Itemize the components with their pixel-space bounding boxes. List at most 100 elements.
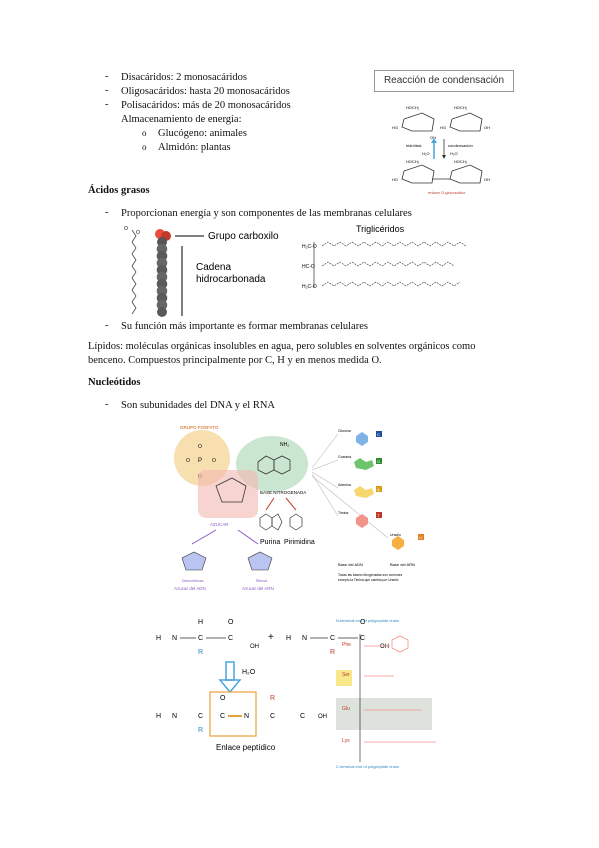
svg-text:O: O <box>186 458 190 464</box>
sugar-label: AZUCAR <box>210 522 229 527</box>
condensation-diagram: HOCH₂ HO OH HOCH₂ HO OH hidrólisis conde… <box>392 105 490 195</box>
svg-text:O: O <box>360 619 366 626</box>
section-heading-nucleotides: Nucleótidos <box>88 377 141 388</box>
sublist-bullet: o <box>142 128 147 138</box>
phosphate-label: GRUPO FOSFATO <box>180 425 219 430</box>
lipids-paragraph: Lípidos: moléculas orgánicas insolubles … <box>88 341 476 366</box>
c-terminal-label: C-terminal end of polypeptide chain <box>336 764 399 769</box>
list-dash: - <box>105 320 109 331</box>
svg-text:R: R <box>270 695 275 702</box>
svg-text:C: C <box>360 635 365 642</box>
pyrimidine-icon <box>289 513 303 531</box>
svg-text:HO: HO <box>392 177 398 182</box>
svg-text:OH: OH <box>484 177 490 182</box>
triglyceride-label: Triglicéridos <box>356 224 405 234</box>
svg-text:HO: HO <box>392 125 398 130</box>
svg-text:HOCH₂: HOCH₂ <box>454 159 468 164</box>
sublist-item: Glucógeno: animales <box>158 128 247 139</box>
base-label: BASE NITROGENADA <box>260 490 306 495</box>
skeletal-chain <box>131 229 137 315</box>
svg-text:G: G <box>377 459 380 464</box>
svg-text:excepto la Timina que cambia p: excepto la Timina que cambia por Uracilo <box>338 578 399 582</box>
svg-text:O: O <box>198 444 202 450</box>
svg-text:OH: OH <box>318 714 327 720</box>
svg-text:U: U <box>419 535 422 540</box>
chain-label: hidrocarbonada <box>196 274 266 285</box>
svg-text:T: T <box>377 513 380 518</box>
list-item: Su función más importante es formar memb… <box>121 321 368 332</box>
svg-text:O: O <box>124 226 128 232</box>
svg-text:O: O <box>212 458 216 464</box>
hydrolysis-label: hidrólisis <box>406 143 422 148</box>
nucleotide-diagram: GRUPO FOSFATO P O O O O NH₂ BASE NITROGE… <box>174 425 424 591</box>
svg-text:H: H <box>198 619 203 626</box>
svg-text:H₂O: H₂O <box>242 669 256 676</box>
svg-text:Phe: Phe <box>342 642 351 648</box>
purine-icon <box>259 513 273 531</box>
chain-label: Cadena <box>196 262 231 273</box>
svg-text:N: N <box>302 635 307 642</box>
svg-text:HO: HO <box>440 125 446 130</box>
ribose-icon <box>247 551 273 571</box>
sugar-highlight <box>198 470 258 518</box>
glucose-ring-top-right: HOCH₂ HO OH <box>440 105 490 132</box>
carboxyl-label: Grupo carboxilo <box>208 231 279 242</box>
svg-text:N: N <box>172 713 177 720</box>
svg-text:O: O <box>136 230 140 236</box>
list-item: Polisacáridos: más de 20 monosacáridos <box>121 100 291 111</box>
svg-text:OH: OH <box>430 135 436 140</box>
svg-text:C: C <box>377 432 380 437</box>
svg-text:N: N <box>172 635 177 642</box>
list-dash: - <box>105 85 109 96</box>
svg-text:H: H <box>156 713 161 720</box>
svg-text:R: R <box>330 649 335 656</box>
list-item: Son subunidades del DNA y el RNA <box>121 400 275 411</box>
svg-text:Adenina: Adenina <box>338 483 351 487</box>
svg-text:H₂C-O: H₂C-O <box>302 244 317 250</box>
rna-base-label: Base del ARN <box>390 562 415 567</box>
base-note: Todas las bases nitrogenadas son comunes <box>338 573 402 577</box>
svg-text:C: C <box>300 713 305 720</box>
list-dash: - <box>105 207 109 218</box>
svg-text:H₂O: H₂O <box>450 151 458 156</box>
svg-text:C: C <box>198 635 203 642</box>
svg-text:Desoxirribosa: Desoxirribosa <box>182 579 203 583</box>
svg-text:Uracilo: Uracilo <box>390 533 401 537</box>
svg-text:Lys: Lys <box>342 738 350 744</box>
svg-text:HOCH₂: HOCH₂ <box>406 159 420 164</box>
condensation-title-box: Reacción de condensación <box>374 70 514 92</box>
triglyceride-diagram: Triglicéridos H₂C-O HC-O H₂C-O <box>302 224 467 290</box>
svg-text:HC-O: HC-O <box>302 264 315 270</box>
svg-text:P: P <box>198 458 202 464</box>
svg-text:R: R <box>198 649 203 656</box>
peptide-bond-label: Enlace peptídico <box>216 743 276 752</box>
condensation-label: condensación <box>448 143 473 148</box>
svg-text:NH₂: NH₂ <box>280 442 289 448</box>
peptide-bond-diagram: H N C C OH O H R + H N C C OH O R H₂O H … <box>156 618 436 769</box>
rna-sugar-label: Azucar del ARN <box>242 586 274 591</box>
dna-base-label: Base del ADN <box>338 562 363 567</box>
svg-text:Timina: Timina <box>338 511 348 515</box>
disaccharide-bottom: HOCH₂ HOCH₂ HO OH <box>392 159 490 184</box>
energy-storage-line: Almacenamiento de energía: <box>121 114 242 125</box>
purine-label: Purina <box>260 539 280 546</box>
sublist-item: Almidón: plantas <box>158 142 231 153</box>
svg-text:OH: OH <box>484 125 490 130</box>
svg-text:H₂O: H₂O <box>422 151 430 156</box>
fatty-acid-diagram: O O Grupo carboxilo Cadena hidrocarbonad… <box>124 226 279 317</box>
space-filling-model <box>155 229 171 317</box>
list-dash: - <box>105 99 109 110</box>
pyrimidine-label: Pirimidina <box>284 539 315 546</box>
svg-text:R: R <box>198 727 203 734</box>
condensation-title: Reacción de condensación <box>383 75 505 86</box>
svg-text:H: H <box>286 635 291 642</box>
svg-text:C: C <box>270 713 275 720</box>
svg-text:O: O <box>228 619 234 626</box>
svg-text:N: N <box>244 713 249 720</box>
svg-text:Citosina: Citosina <box>338 429 351 433</box>
svg-text:OH: OH <box>250 644 259 650</box>
deoxyribose-icon <box>181 551 207 571</box>
glucose-ring-top-left: HOCH₂ HO OH <box>392 105 436 140</box>
svg-text:Ribosa: Ribosa <box>256 579 267 583</box>
list-item: Oligosacáridos: hasta 20 monosacáridos <box>121 86 290 97</box>
